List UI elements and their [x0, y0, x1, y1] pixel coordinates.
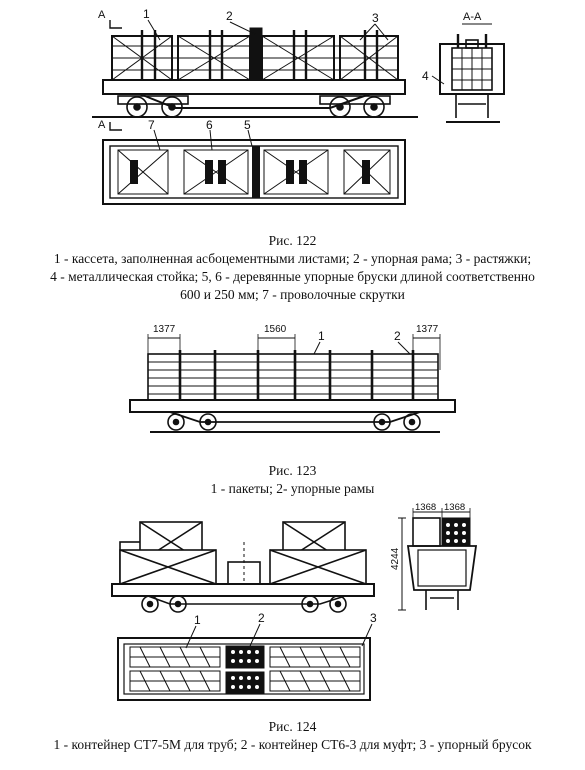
callout-124-1: 1 [194, 613, 201, 627]
dim-1560: 1560 [264, 324, 287, 335]
figure-124-title: Рис. 124 [268, 719, 317, 734]
callout-1: 1 [143, 7, 150, 21]
dim-1368-right: 1368 [444, 502, 465, 513]
figure-123-legend: 1 - пакеты; 2- упорные рамы [210, 481, 375, 496]
callout-4: 4 [422, 69, 429, 83]
dim-4244: 4244 [390, 547, 401, 570]
figure-124-drawing: 1368 1368 4244 1 2 3 [111, 502, 478, 701]
figure-122-caption: Рис. 122 1 - кассета, заполненная асбоце… [0, 232, 585, 304]
dim-1377-right: 1377 [416, 324, 439, 335]
figure-122-legend-line3: 600 и 250 мм; 7 - проволочные скрутки [180, 287, 405, 302]
cut-mark-top: А [98, 9, 106, 21]
figure-122-legend-line2: 4 - металлическая стойка; 5, 6 - деревян… [50, 269, 535, 284]
figure-124-legend: 1 - контейнер СТ7-5М для труб; 2 - конте… [53, 737, 532, 752]
cut-mark-bottom: А [98, 119, 106, 131]
callout-6: 6 [206, 118, 213, 132]
figure-124-caption: Рис. 124 1 - контейнер СТ7-5М для труб; … [0, 718, 585, 754]
callout-7: 7 [148, 118, 155, 132]
figure-123-title: Рис. 123 [268, 463, 317, 478]
callout-2: 2 [226, 9, 233, 23]
callout-124-3: 3 [370, 611, 377, 625]
figure-122-legend-line1: 1 - кассета, заполненная асбоцементными … [53, 251, 532, 266]
section-label: А-А [463, 11, 482, 23]
callout-123-2: 2 [394, 329, 401, 343]
figure-123-drawing: 1377 1560 1377 1 2 [129, 324, 456, 433]
callout-3: 3 [372, 11, 379, 25]
figure-122-title: Рис. 122 [268, 233, 317, 248]
figure-122-drawing: А А 1 2 3 А-А 4 7 6 5 [92, 7, 505, 205]
dim-1368-left: 1368 [415, 502, 436, 513]
dim-1377-left: 1377 [153, 324, 176, 335]
callout-124-2: 2 [258, 611, 265, 625]
callout-123-1: 1 [318, 329, 325, 343]
callout-5: 5 [244, 118, 251, 132]
figure-123-caption: Рис. 123 1 - пакеты; 2- упорные рамы [0, 462, 585, 498]
